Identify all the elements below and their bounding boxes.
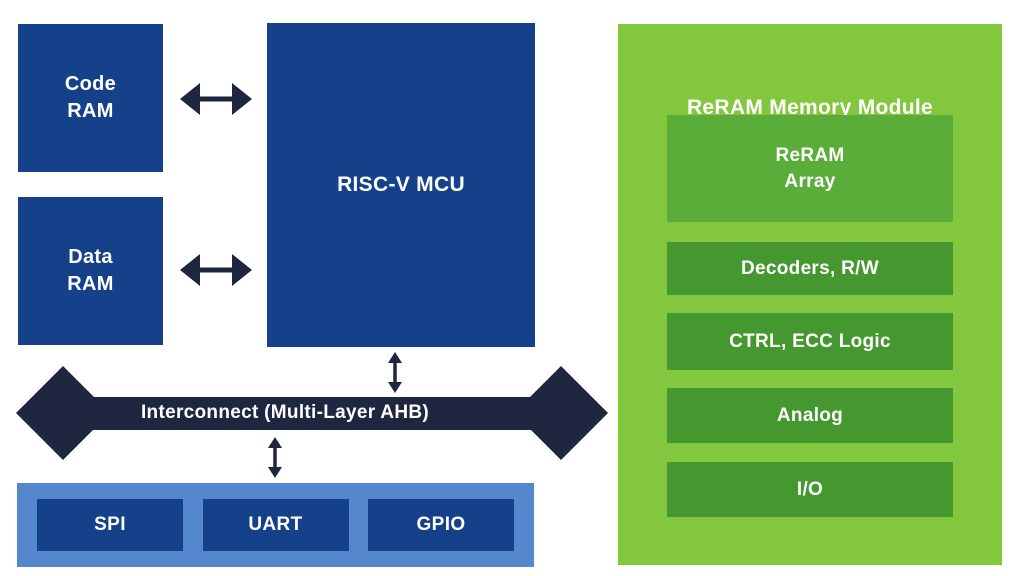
bidirectional-arrow-icon [180, 83, 252, 115]
analog-block: Analog [667, 388, 953, 443]
code-ram-block: Code RAM [18, 24, 163, 172]
reram-array-block: ReRAM Array [667, 115, 953, 222]
io-block: I/O [667, 462, 953, 517]
bidirectional-arrow-icon [180, 254, 252, 286]
spi-block: SPI [37, 499, 183, 551]
interconnect-label: Interconnect (Multi-Layer AHB) [140, 402, 430, 423]
peripherals-container: SPI UART GPIO [17, 483, 534, 567]
uart-block: UART [202, 499, 349, 551]
riscv-mcu-block: RISC-V MCU [267, 23, 535, 347]
decoders-rw-block: Decoders, R/W [667, 242, 953, 295]
bidirectional-arrow-vertical-icon [268, 437, 282, 478]
data-ram-block: Data RAM [18, 197, 163, 345]
gpio-block: GPIO [368, 499, 514, 551]
ctrl-ecc-logic-block: CTRL, ECC Logic [667, 313, 953, 370]
interconnect-bus-arrow [16, 366, 608, 460]
reram-module-title: ReRAM Memory Module [686, 96, 934, 119]
bidirectional-arrow-vertical-icon [388, 352, 402, 393]
